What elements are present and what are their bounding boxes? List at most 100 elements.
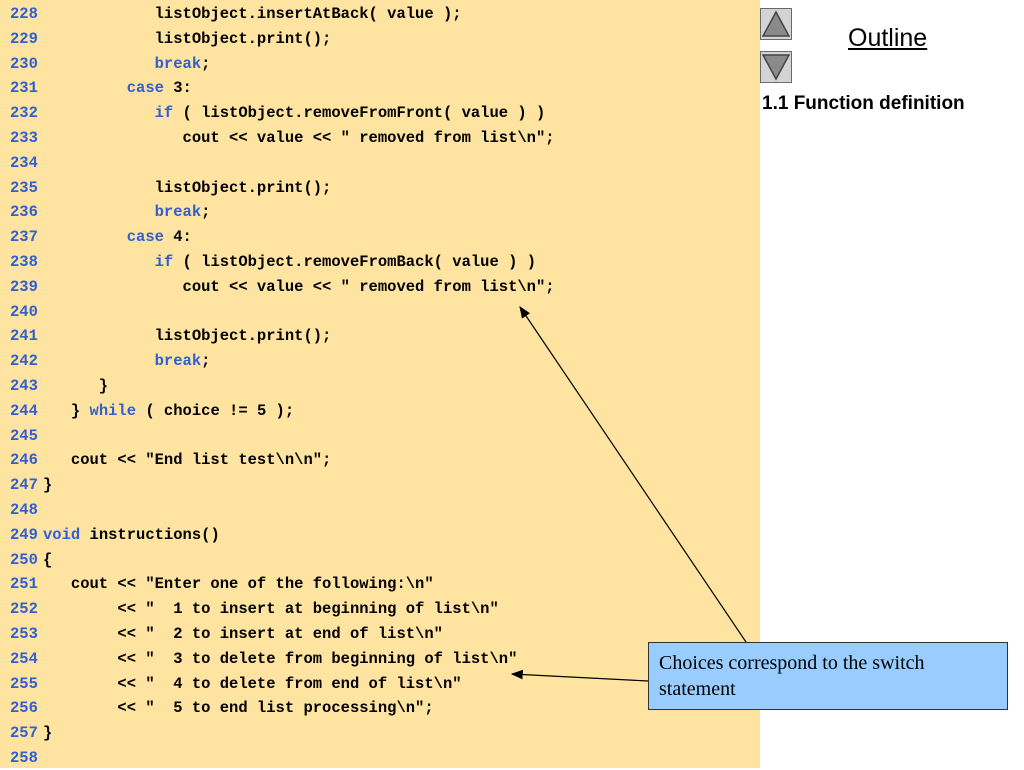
line-number: 247: [10, 476, 38, 495]
line-number: 242: [10, 352, 38, 371]
code-token: ( choice != 5 );: [136, 401, 295, 420]
code-keyword: break: [154, 54, 202, 73]
line-number: 240: [10, 302, 38, 321]
code-token: instructions(): [80, 525, 220, 544]
code-token: << " 1 to insert at beginning of list\n": [43, 600, 499, 619]
code-text: {: [43, 548, 52, 572]
code-keyword: void: [43, 525, 81, 544]
code-token: {: [43, 550, 53, 569]
line-number: 256: [10, 699, 38, 718]
code-text: listObject.print();: [43, 27, 332, 51]
code-token: cout << "Enter one of the following:\n": [43, 575, 434, 594]
line-number: 228: [10, 5, 38, 23]
code-line: 237 case 4:: [0, 225, 760, 249]
code-text: cout << value << " removed from list\n";: [43, 275, 555, 299]
triangle-up-icon: [761, 10, 791, 37]
code-text: break;: [43, 349, 211, 373]
code-text: << " 3 to delete from beginning of list\…: [43, 647, 517, 671]
code-text: << " 1 to insert at beginning of list\n": [43, 597, 499, 621]
code-keyword: if: [154, 253, 174, 271]
line-number: 243: [10, 377, 38, 395]
code-line: 257}: [0, 721, 760, 745]
code-text: } while ( choice != 5 );: [43, 399, 294, 423]
code-text: listObject.print();: [43, 176, 332, 200]
line-number: 250: [10, 550, 38, 569]
code-line: 233 cout << value << " removed from list…: [0, 126, 760, 150]
code-text: if ( listObject.removeFromBack( value ) …: [43, 250, 536, 274]
code-token: << " 5 to end list processing\n";: [43, 699, 434, 718]
code-keyword: break: [154, 203, 202, 222]
line-number: 241: [10, 327, 38, 346]
code-line: 258: [0, 746, 760, 770]
code-text: }: [43, 374, 108, 398]
code-token: [43, 203, 155, 221]
code-token: }: [43, 476, 53, 495]
code-line: 244 } while ( choice != 5 );: [0, 399, 760, 423]
code-line: 255 << " 4 to delete from end of list\n": [0, 672, 760, 696]
code-text: break;: [43, 52, 211, 76]
section-label: 1.1 Function definition: [762, 93, 965, 114]
code-keyword: while: [89, 401, 137, 420]
code-text: << " 4 to delete from end of list\n": [43, 672, 462, 696]
code-line: 239 cout << value << " removed from list…: [0, 275, 760, 299]
code-line: 228 listObject.insertAtBack( value );: [0, 2, 760, 26]
code-line: 235 listObject.print();: [0, 176, 760, 200]
code-token: [43, 228, 127, 246]
code-line: 256 << " 5 to end list processing\n";: [0, 696, 760, 720]
code-text: listObject.print();: [43, 324, 332, 348]
line-number: 258: [10, 749, 38, 767]
line-number: 251: [10, 575, 38, 594]
code-token: ;: [201, 203, 211, 222]
code-line: 234: [0, 151, 760, 175]
line-number: 253: [10, 625, 38, 643]
code-text: << " 5 to end list processing\n";: [43, 696, 434, 720]
code-token: listObject.print();: [43, 327, 332, 346]
code-line: 236 break;: [0, 200, 760, 224]
code-keyword: if: [154, 104, 174, 123]
code-line: 243 }: [0, 374, 760, 398]
outline-link[interactable]: Outline: [848, 24, 928, 52]
code-token: 3:: [163, 79, 192, 98]
code-text: listObject.insertAtBack( value );: [43, 2, 462, 26]
next-slide-button[interactable]: [760, 51, 792, 83]
code-token: cout << value << " removed from list\n";: [43, 277, 555, 296]
code-line: 230 break;: [0, 52, 760, 76]
code-line: 229 listObject.print();: [0, 27, 760, 51]
code-keyword: break: [154, 352, 202, 371]
line-number: 234: [10, 153, 38, 172]
code-token: }: [43, 377, 109, 395]
code-token: cout << "End list test\n\n";: [43, 451, 332, 470]
triangle-down-icon: [761, 54, 791, 81]
code-line: 245: [0, 424, 760, 448]
code-line: 253 << " 2 to insert at end of list\n": [0, 622, 760, 646]
line-number: 238: [10, 253, 38, 271]
code-text: case 3:: [43, 76, 192, 100]
code-keyword: case: [126, 228, 164, 247]
line-number: 246: [10, 451, 38, 470]
code-token: << " 4 to delete from end of list\n": [43, 674, 462, 693]
code-line: 241 listObject.print();: [0, 324, 760, 348]
code-token: ( listObject.removeFromFront( value ) ): [173, 104, 546, 123]
code-text: case 4:: [43, 225, 192, 249]
code-line: 246 cout << "End list test\n\n";: [0, 448, 760, 472]
line-number: 255: [10, 674, 38, 693]
code-token: cout << value << " removed from list\n";: [43, 129, 555, 147]
line-number: 237: [10, 228, 38, 247]
line-number: 252: [10, 600, 38, 619]
line-number: 248: [10, 501, 38, 519]
code-token: ;: [201, 54, 211, 73]
line-number: 257: [10, 724, 38, 743]
code-line: 231 case 3:: [0, 76, 760, 100]
code-line: 242 break;: [0, 349, 760, 373]
code-token: }: [43, 401, 90, 420]
code-listing: 228 listObject.insertAtBack( value );229…: [0, 0, 760, 768]
code-token: [43, 352, 155, 370]
code-text: cout << value << " removed from list\n";: [43, 126, 555, 150]
code-keyword: case: [126, 79, 164, 98]
line-number: 230: [10, 54, 38, 73]
code-text: if ( listObject.removeFromFront( value )…: [43, 101, 546, 125]
code-token: 4:: [163, 228, 192, 247]
line-number: 245: [10, 426, 38, 445]
previous-slide-button[interactable]: [760, 8, 792, 40]
